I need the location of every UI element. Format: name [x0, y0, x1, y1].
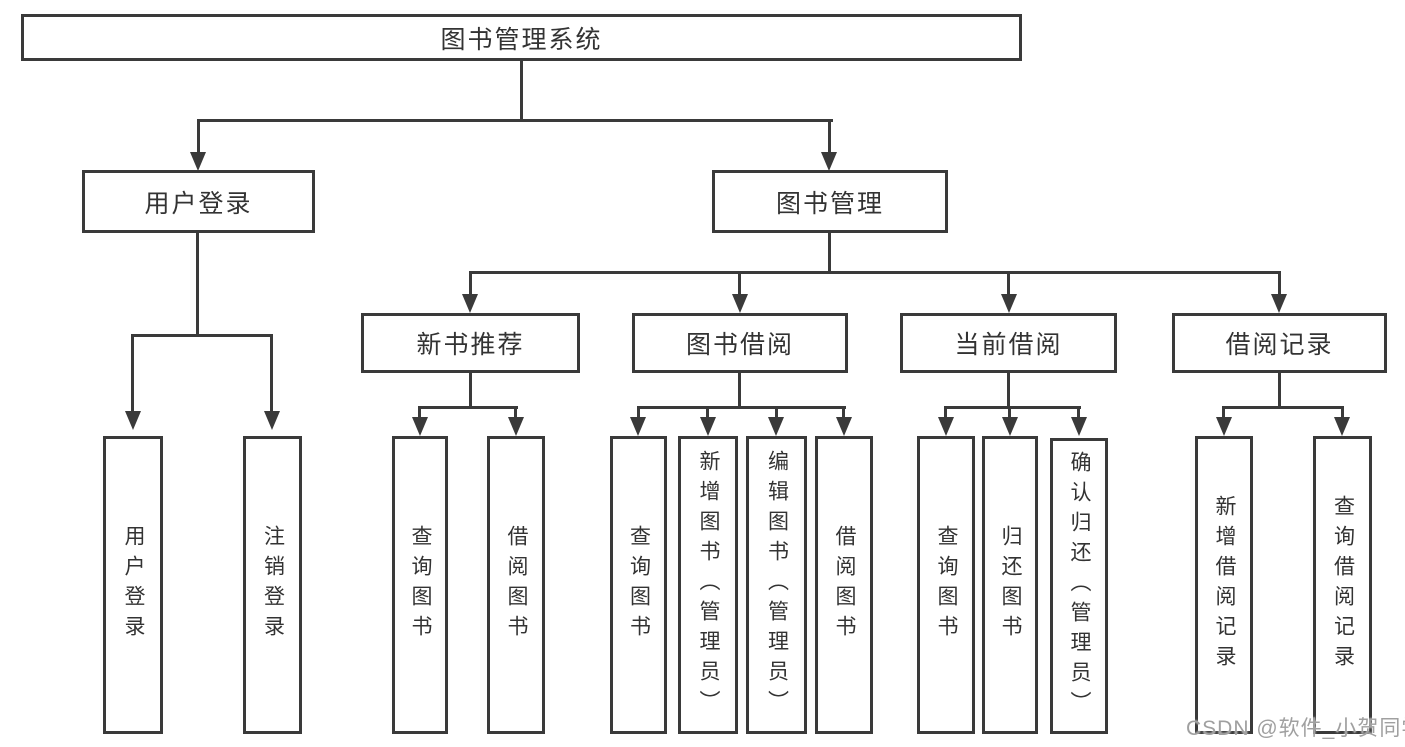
leaf-user-login: 用户登录: [103, 436, 163, 734]
arrow-down-icon: [1071, 417, 1087, 436]
arrow-down-icon: [768, 417, 784, 436]
connector-hline: [944, 406, 1081, 409]
connector-hline: [418, 406, 518, 409]
node-current-borrowing: 当前借阅: [900, 313, 1117, 373]
leaf-label: 查询图书: [409, 525, 432, 645]
connector-vline: [706, 406, 709, 419]
connector-vline: [520, 59, 523, 121]
arrow-down-icon: [700, 417, 716, 436]
connector-vline: [197, 119, 200, 155]
connector-vline: [738, 271, 741, 297]
node-new-book-recommend: 新书推荐: [361, 313, 580, 373]
arrow-down-icon: [821, 152, 837, 171]
connector-hline: [469, 271, 1281, 274]
arrow-down-icon: [264, 411, 280, 430]
arrow-down-icon: [1334, 417, 1350, 436]
connector-vline: [775, 406, 778, 419]
node-book-borrowing: 图书借阅: [632, 313, 848, 373]
leaf-label: 借阅图书: [833, 525, 856, 645]
leaf-label: 新增借阅记录: [1213, 495, 1236, 675]
arrow-down-icon: [732, 294, 748, 313]
leaf-label: 借阅图书: [505, 525, 528, 645]
node-borrowing-records: 借阅记录: [1172, 313, 1387, 373]
connector-vline: [196, 232, 199, 336]
leaf-label: 查询图书: [935, 525, 958, 645]
connector-vline: [1007, 271, 1010, 297]
node-book-management: 图书管理: [712, 170, 948, 233]
node-label: 当前借阅: [954, 331, 1063, 359]
arrow-down-icon: [462, 294, 478, 313]
arrow-down-icon: [412, 417, 428, 436]
connector-vline: [270, 334, 273, 414]
connector-vline: [131, 334, 134, 414]
arrow-down-icon: [508, 417, 524, 436]
node-user-login: 用户登录: [82, 170, 315, 233]
leaf-logout: 注销登录: [243, 436, 302, 734]
leaf-bb-add-books-admin: 新增图书（管理员）: [678, 436, 738, 734]
connector-hline: [197, 119, 833, 122]
node-label: 图书借阅: [685, 331, 794, 359]
connector-vline: [828, 232, 831, 274]
leaf-bb-edit-books-admin: 编辑图书（管理员）: [746, 436, 807, 734]
leaf-label: 用户登录: [122, 525, 145, 645]
connector-vline: [1341, 406, 1344, 419]
leaf-cb-confirm-return-admin: 确认归还（管理员）: [1050, 438, 1108, 734]
leaf-label: 确认归还（管理员）: [1068, 451, 1091, 721]
connector-vline: [469, 271, 472, 297]
arrow-down-icon: [190, 152, 206, 171]
leaf-bb-borrow-books: 借阅图书: [815, 436, 873, 734]
csdn-watermark: CSDN @软件_小贺同学: [1186, 717, 1405, 740]
arrow-down-icon: [1216, 417, 1232, 436]
leaf-cb-return-books: 归还图书: [982, 436, 1038, 734]
leaf-cb-query-books: 查询图书: [917, 436, 975, 734]
leaf-rec-add-record: 新增借阅记录: [1195, 436, 1253, 734]
leaf-label: 归还图书: [999, 525, 1022, 645]
leaf-rec-query-record: 查询借阅记录: [1313, 436, 1372, 734]
arrow-down-icon: [1271, 294, 1287, 313]
leaf-nb-query-books: 查询图书: [392, 436, 448, 734]
connector-vline: [1007, 372, 1010, 409]
arrow-down-icon: [630, 417, 646, 436]
arrow-down-icon: [1001, 294, 1017, 313]
node-label: 图书管理系统: [440, 25, 603, 54]
connector-vline: [418, 406, 421, 419]
connector-vline: [637, 406, 640, 419]
connector-vline: [944, 406, 947, 419]
leaf-label: 新增图书（管理员）: [697, 450, 720, 720]
node-library-system: 图书管理系统: [21, 14, 1022, 61]
connector-vline: [514, 406, 517, 419]
connector-hline: [131, 334, 273, 337]
connector-vline: [1008, 406, 1011, 419]
connector-vline: [1278, 372, 1281, 409]
connector-vline: [469, 372, 472, 409]
arrow-down-icon: [836, 417, 852, 436]
connector-vline: [738, 372, 741, 409]
leaf-bb-query-books: 查询图书: [610, 436, 667, 734]
leaf-label: 注销登录: [261, 525, 285, 645]
node-label: 借阅记录: [1225, 331, 1334, 359]
connector-vline: [828, 119, 831, 155]
connector-hline: [637, 406, 846, 409]
connector-vline: [1222, 406, 1225, 419]
node-label: 图书管理: [775, 189, 884, 218]
connector-hline: [1222, 406, 1344, 409]
leaf-label: 查询图书: [627, 525, 651, 645]
arrow-down-icon: [938, 417, 954, 436]
node-label: 用户登录: [144, 189, 253, 218]
node-label: 新书推荐: [416, 331, 525, 359]
connector-vline: [1278, 271, 1281, 297]
leaf-nb-borrow-books: 借阅图书: [487, 436, 545, 734]
leaf-label: 编辑图书（管理员）: [765, 450, 789, 720]
connector-vline: [842, 406, 845, 419]
leaf-label: 查询借阅记录: [1331, 495, 1355, 675]
arrow-down-icon: [1002, 417, 1018, 436]
arrow-down-icon: [125, 411, 141, 430]
connector-vline: [1077, 406, 1080, 419]
